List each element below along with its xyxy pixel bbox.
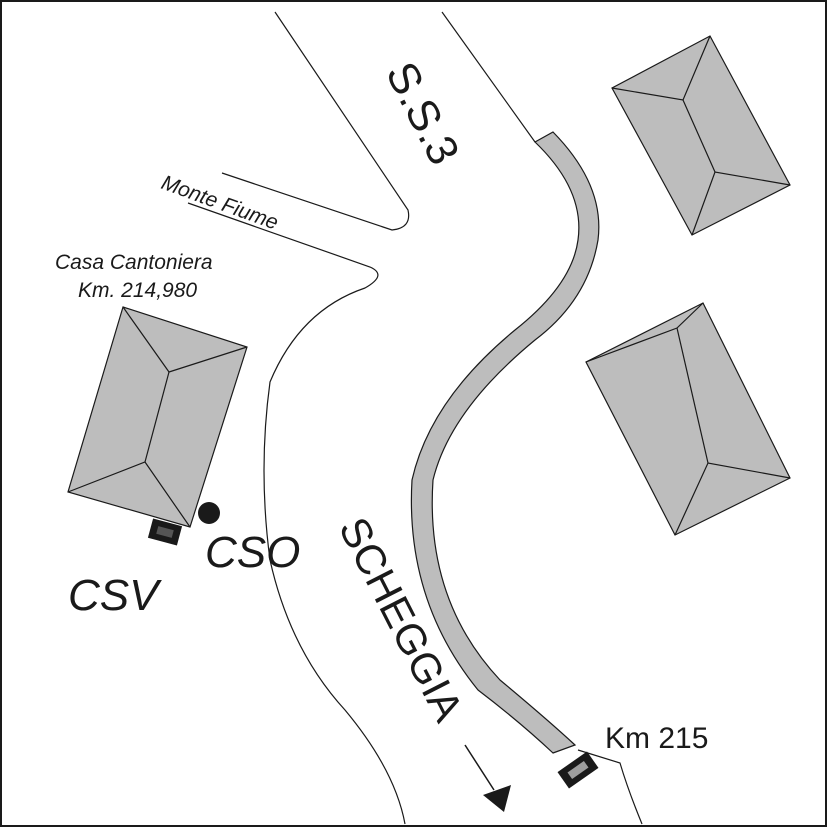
kilometer-marker — [557, 751, 599, 789]
station-csv-label: CSV — [68, 571, 162, 620]
station-cso-marker — [198, 502, 220, 524]
building-label-line1: Casa Cantoniera — [55, 251, 213, 274]
road-left-edge-upper — [221, 11, 410, 231]
side-road-lower-edge — [187, 202, 406, 825]
building-label-line2: Km. 214,980 — [78, 279, 197, 302]
building-top-right — [611, 35, 791, 236]
station-cso-label: CSO — [205, 528, 300, 577]
road-edges — [187, 11, 643, 825]
building-casa-cantoniera — [67, 306, 248, 528]
building-middle-right — [585, 302, 791, 536]
kilometer-marker-label: Km 215 — [605, 722, 708, 755]
station-csv-marker — [147, 518, 183, 546]
river-channel — [410, 131, 600, 754]
road-right-edge — [441, 11, 536, 143]
road-right-edge-lower — [577, 749, 643, 825]
direction-arrow — [464, 744, 511, 812]
